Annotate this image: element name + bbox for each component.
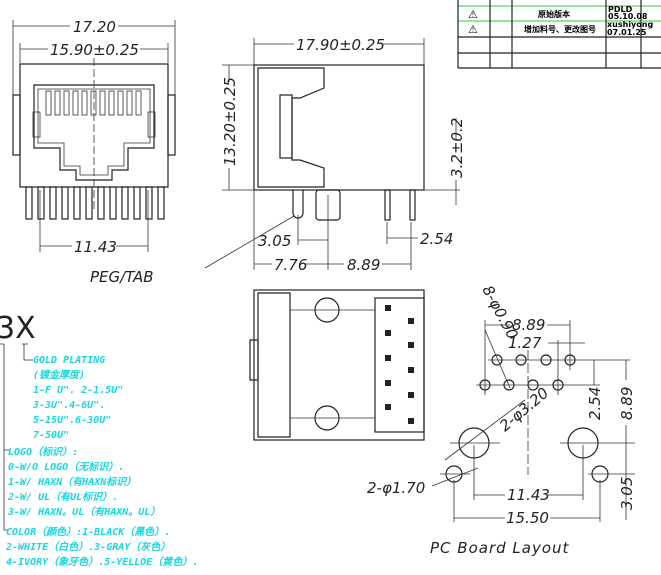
peg-tab-label: PEG/TAB [90,268,154,286]
gold-plating-cn: (镀金厚度) [33,369,85,381]
side-view: 17.90±0.25 13.20±0.25 3.2±0.2 3.05 2.54 … [90,36,466,286]
color-opt: 4-IVORY（象牙色）.5-YELLOE（黄色）. [6,556,198,568]
rev-b-date: 07.01.25 [607,28,647,37]
pcb-layout-title: PC Board Layout [430,539,570,557]
pcb-layout: 8-φ0.90 8.89 1.27 2.54 8.89 3.05 2-φ3.20… [367,282,636,557]
dim-peg-offset: 3.05 [258,232,291,250]
rev-a-description: 原始版本 [538,9,570,19]
dim-height: 13.20±0.25 [221,77,239,166]
row-pitch-label: 2.54 [586,387,604,420]
vertical-span-label: 8.89 [618,387,636,420]
dim-width-body: 15.90±0.25 [50,41,139,59]
gold-plating-opt: 7-50U" [33,430,69,441]
part-suffix: 3X [0,311,36,346]
tab-span-label: 15.50 [506,509,549,527]
gold-plating-opt: 1-F U". 2-1.5U" [33,385,123,396]
revision-table: ⚠ ⚠ 原始版本 增加料号、更改图号 PDLD 05.10.08 xushiyo… [457,0,661,69]
dim-pin-height: 3.2±0.2 [448,118,466,178]
rev-b-by: xushiyong [607,20,653,29]
part-code-legend: 3X GOLD PLATING (镀金厚度) 1-F U". 2-1.5U" 3… [0,311,198,568]
gold-plating-opt: 3-3U".4-6U". [32,400,105,411]
rev-b-icon: ⚠ [468,23,478,36]
rev-b-description: 增加料号、更改图号 [524,24,596,34]
peg-holes-label: 2-φ3.20 [496,384,552,435]
logo-opt: 0-W/O LOGO（无标识）. [8,461,124,473]
gold-plating-opt: 5-15U".6-30U" [33,415,111,426]
rev-a-by: PDLD [608,5,633,14]
logo-title: LOGO（标识）: [8,446,78,458]
pin-span-label: 8.89 [512,316,545,334]
color-opt: 2-WHITE（白色）.3-GRAY（灰色） [5,541,170,553]
logo-opt: 3-W/ HAXN。UL（有HAXN。UL） [7,506,160,518]
rev-a-date: 05.10.08 [608,12,648,21]
tab-holes-label: 2-φ1.70 [367,479,425,497]
tab-offset-label: 3.05 [618,477,636,510]
color-title: COLOR（颜色）:1-BLACK（黑色）. [6,526,170,538]
peg-span-label: 11.43 [507,486,550,504]
dim-pin-pitch: 2.54 [420,230,453,248]
dim-peg-to-front: 7.76 [274,256,307,274]
logo-opt: 1-W/ HAXN（有HAXN标识） [8,476,136,488]
dim-width-overall: 17.20 [73,18,116,36]
bottom-view [249,289,425,441]
dim-length: 17.90±0.25 [296,36,385,54]
dim-pin-span: 11.43 [74,238,117,256]
dim-row-span: 8.89 [347,256,380,274]
front-view: 17.20 15.90±0.25 11.43 [12,18,176,256]
rev-a-icon: ⚠ [468,8,478,21]
gold-plating-title: GOLD PLATING [33,355,105,366]
logo-opt: 2-W/ UL（有UL标识）. [7,491,118,503]
pin-pitch-label: 1.27 [508,334,542,352]
